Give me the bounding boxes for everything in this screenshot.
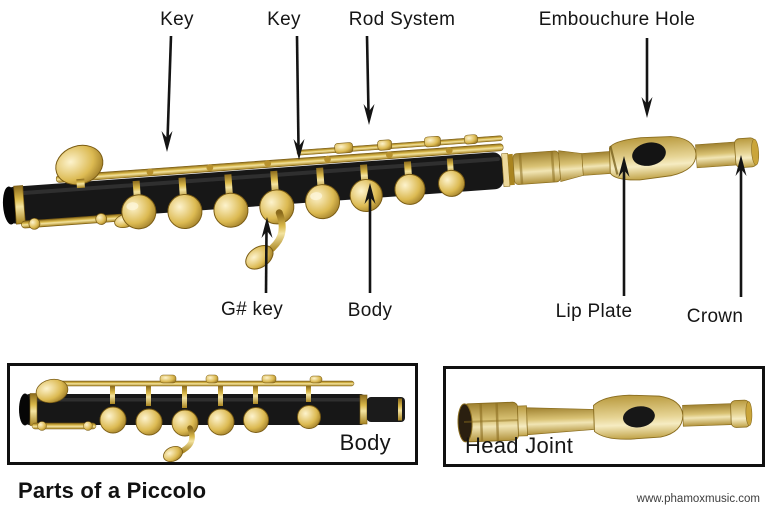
label-lip-plate: Lip Plate bbox=[555, 301, 633, 322]
key2-arrow bbox=[295, 35, 300, 148]
inset-head-joint-illustration bbox=[457, 394, 753, 443]
inset-body-illustration bbox=[19, 374, 405, 462]
embouchure-hole-art bbox=[632, 142, 666, 166]
label-crown: Crown bbox=[686, 306, 744, 327]
watermark-url: www.phamoxmusic.com bbox=[636, 493, 760, 505]
label-body: Body bbox=[347, 300, 393, 321]
key-cups-art bbox=[121, 158, 466, 230]
g-sharp-key-art bbox=[245, 209, 286, 270]
head-joint-art bbox=[501, 136, 760, 187]
inset-head-joint: Head Joint bbox=[443, 366, 765, 467]
callout-arrows bbox=[161, 35, 747, 297]
piccolo-main bbox=[2, 134, 760, 270]
rod-system-arrow bbox=[365, 35, 370, 113]
inset-body-label: Body bbox=[339, 430, 391, 455]
page-title: Parts of a Piccolo bbox=[18, 478, 207, 503]
key1-arrow bbox=[166, 35, 173, 141]
inset-head-joint-label: Head Joint bbox=[465, 433, 574, 458]
label-g-sharp-key: G# key bbox=[221, 299, 283, 320]
label-key-1: Key bbox=[160, 9, 194, 30]
rod-system-art bbox=[55, 134, 504, 183]
inset-body: Body bbox=[7, 363, 418, 465]
label-key-2: Key bbox=[267, 9, 301, 30]
g-sharp-key-arrow bbox=[264, 229, 268, 294]
label-embouchure-hole: Embouchure Hole bbox=[538, 9, 696, 30]
label-rod-system: Rod System bbox=[348, 9, 456, 30]
